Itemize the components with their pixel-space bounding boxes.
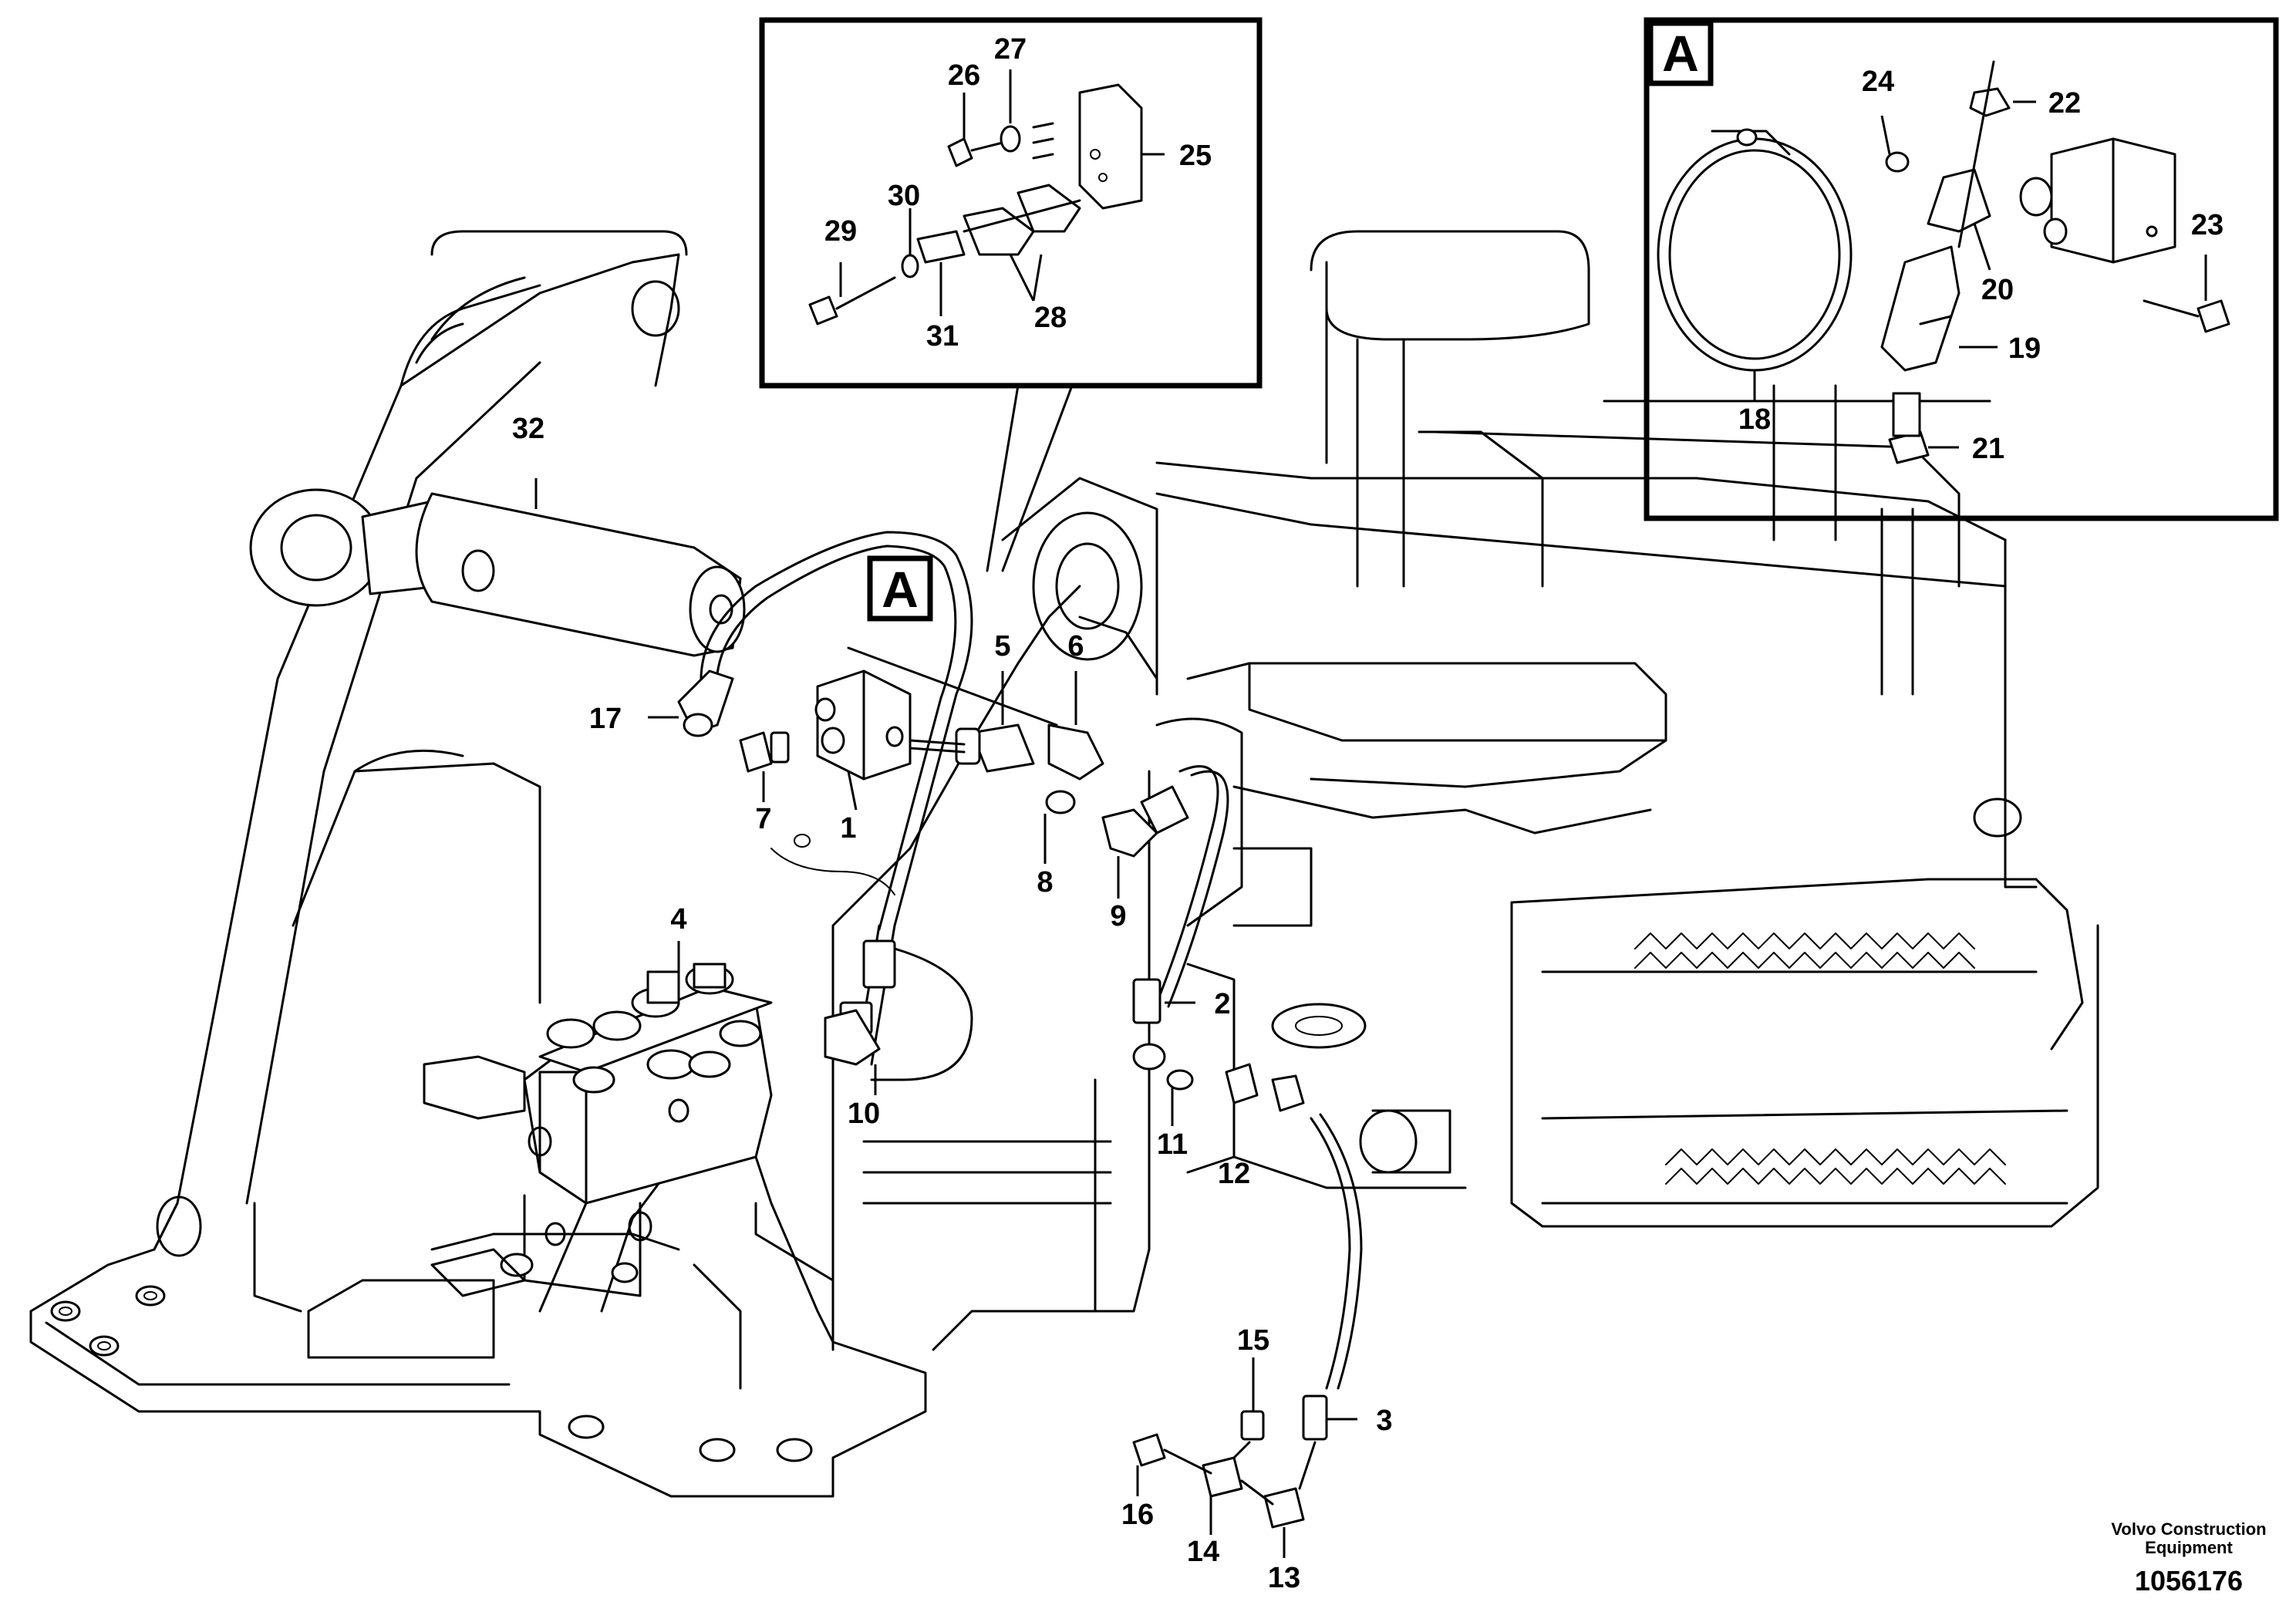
callout-1: 1 xyxy=(840,812,856,845)
main-fittings xyxy=(677,646,1328,1529)
callout-19: 19 xyxy=(2008,332,2041,365)
brand-line-2: Equipment xyxy=(2145,1538,2233,1557)
leader-lines xyxy=(534,69,2207,1558)
callout-23: 23 xyxy=(2191,209,2224,241)
callout-18: 18 xyxy=(1738,403,1771,436)
callout-27: 27 xyxy=(994,33,1027,66)
brand-line-1: Volvo Construction xyxy=(2111,1519,2266,1539)
callout-20: 20 xyxy=(1981,274,2014,306)
inset-a-letter: A xyxy=(1662,25,1699,82)
detail-inset-clamp xyxy=(759,17,1263,572)
callout-13: 13 xyxy=(1268,1562,1300,1594)
callout-6: 6 xyxy=(1067,630,1084,663)
front-frame-drawing xyxy=(29,230,2099,1498)
callout-12: 12 xyxy=(1218,1158,1250,1190)
valve-block-4 xyxy=(423,963,773,1297)
callout-32: 32 xyxy=(512,413,544,445)
callout-5: 5 xyxy=(994,630,1010,663)
callout-3: 3 xyxy=(1376,1404,1392,1437)
callout-11: 11 xyxy=(1157,1128,1188,1161)
callout-17: 17 xyxy=(589,703,622,735)
view-a-marker xyxy=(867,555,933,622)
callout-16: 16 xyxy=(1121,1499,1154,1531)
callout-21: 21 xyxy=(1972,433,2004,465)
callout-4: 4 xyxy=(670,903,686,936)
callout-25: 25 xyxy=(1179,140,1212,172)
hydraulic-cylinder-32 xyxy=(249,488,746,657)
callout-10: 10 xyxy=(848,1098,880,1130)
callout-22: 22 xyxy=(2048,87,2081,120)
callout-28: 28 xyxy=(1034,302,1067,334)
callout-7: 7 xyxy=(755,803,771,835)
callout-29: 29 xyxy=(824,215,857,248)
detail-inset-a: A xyxy=(1644,17,2279,521)
callout-8: 8 xyxy=(1037,866,1053,899)
callout-24: 24 xyxy=(1862,66,1894,98)
document-number: 1056176 xyxy=(2135,1565,2243,1597)
callout-labels: 1 2 3 4 5 6 7 8 9 10 11 12 13 14 15 16 1… xyxy=(512,33,2224,1594)
hose-routing xyxy=(700,531,1363,1390)
callout-14: 14 xyxy=(1187,1536,1219,1568)
callout-2: 2 xyxy=(1214,988,1230,1020)
view-a-marker-letter: A xyxy=(882,561,919,618)
footer-block: Volvo Construction Equipment 1056176 xyxy=(2111,1519,2266,1597)
callout-31: 31 xyxy=(926,320,959,352)
callout-30: 30 xyxy=(888,180,920,212)
callout-9: 9 xyxy=(1110,900,1126,932)
callout-26: 26 xyxy=(948,59,980,92)
callout-15: 15 xyxy=(1237,1324,1269,1357)
